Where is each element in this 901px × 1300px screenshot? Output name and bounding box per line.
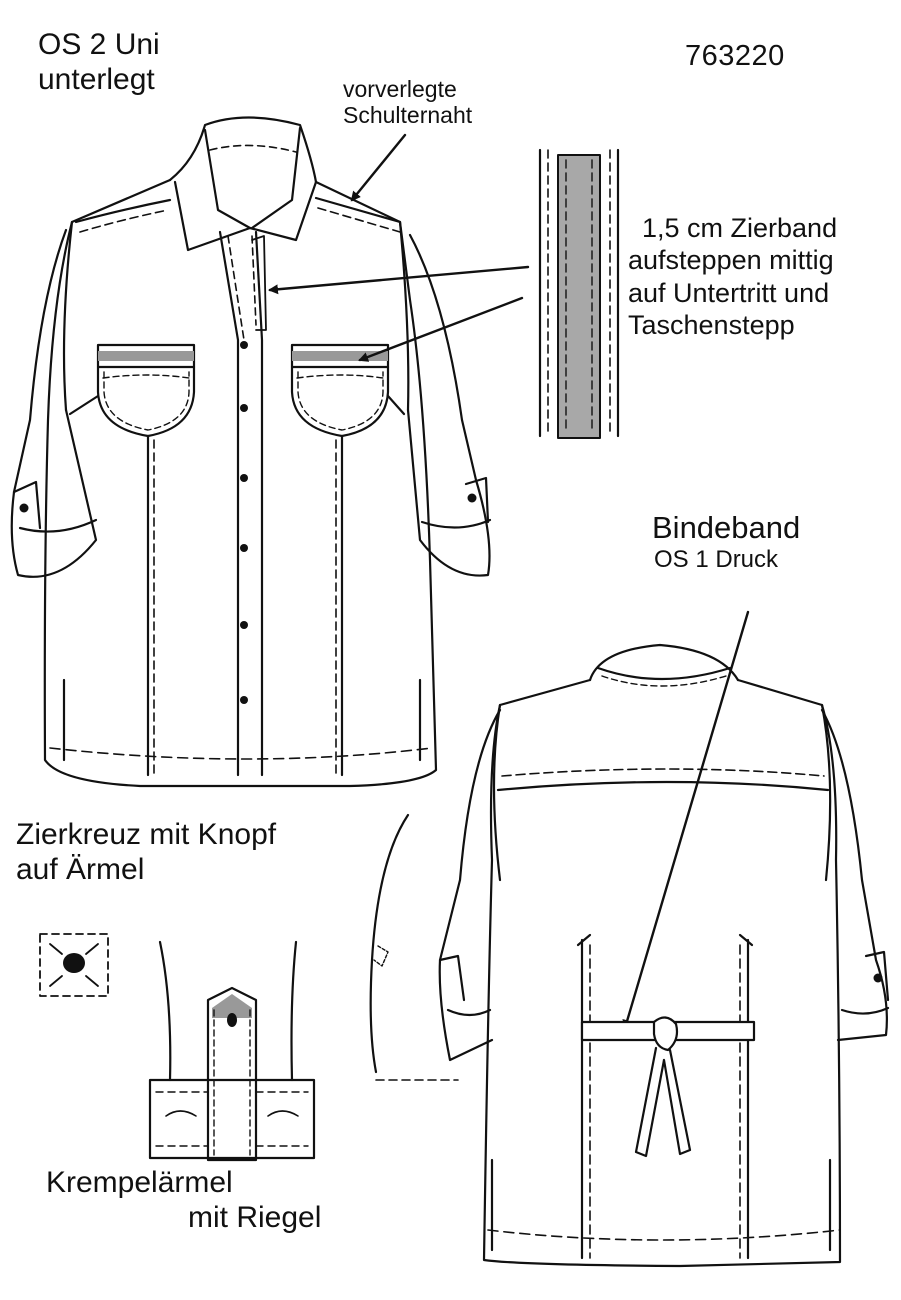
ribbon-detail xyxy=(538,148,620,439)
ribbon-note-line1: 1,5 cm Zierband xyxy=(642,213,838,243)
ribbon-note: 1,5 cm Zierband aufsteppen mittig auf Un… xyxy=(628,212,837,342)
tie-note: Bindeband OS 1 Druck xyxy=(652,510,800,573)
back-view-shirt xyxy=(438,643,890,1268)
shoulder-note-line1: vorverlegte xyxy=(343,76,457,102)
rolled-sleeve-detail xyxy=(148,940,316,1162)
fabric-main-label: OS 2 Uni unterlegt xyxy=(38,28,160,97)
ribbon-note-line4: Taschenstepp xyxy=(628,310,795,341)
fabric-main-line1: OS 2 Uni xyxy=(38,28,160,61)
right-pocket xyxy=(290,343,390,438)
annotation-arrows xyxy=(268,133,750,1030)
article-number: 763220 xyxy=(685,40,785,72)
ribbon-note-line2: aufsteppen mittig xyxy=(628,245,834,276)
decorative-cross-with-button xyxy=(39,933,109,997)
shoulder-note: vorverlegte Schulternaht xyxy=(343,76,472,129)
ribbon-note-line3: auf Untertritt und xyxy=(628,277,830,308)
left-pocket xyxy=(96,343,196,438)
tie-note-line2: OS 1 Druck xyxy=(654,545,779,573)
sleeve-note-line1: Krempelärmel xyxy=(46,1166,233,1199)
cross-note: Zierkreuz mit Knopf auf Ärmel xyxy=(16,818,276,887)
front-view-shirt xyxy=(10,116,492,788)
tie-note-line1: Bindeband xyxy=(652,510,801,545)
fabric-main-line2: unterlegt xyxy=(38,62,155,96)
cross-note-line2: auf Ärmel xyxy=(16,852,145,886)
side-view-sleeve xyxy=(369,813,459,1081)
sleeve-note-line2: mit Riegel xyxy=(188,1200,322,1234)
shoulder-note-line2: Schulternaht xyxy=(343,102,473,129)
cross-note-line1: Zierkreuz mit Knopf xyxy=(16,818,277,851)
sleeve-note: Krempelärmel mit Riegel xyxy=(46,1166,321,1235)
